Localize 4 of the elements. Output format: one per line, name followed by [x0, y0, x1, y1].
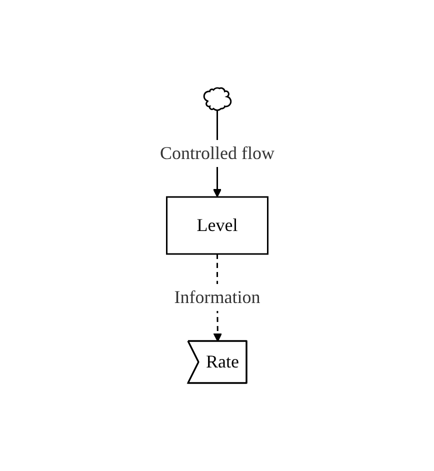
edge-label: Information	[174, 286, 260, 307]
edge-label: Controlled flow	[160, 142, 274, 163]
node-cloud	[203, 87, 232, 111]
node-box: Level	[166, 196, 268, 255]
